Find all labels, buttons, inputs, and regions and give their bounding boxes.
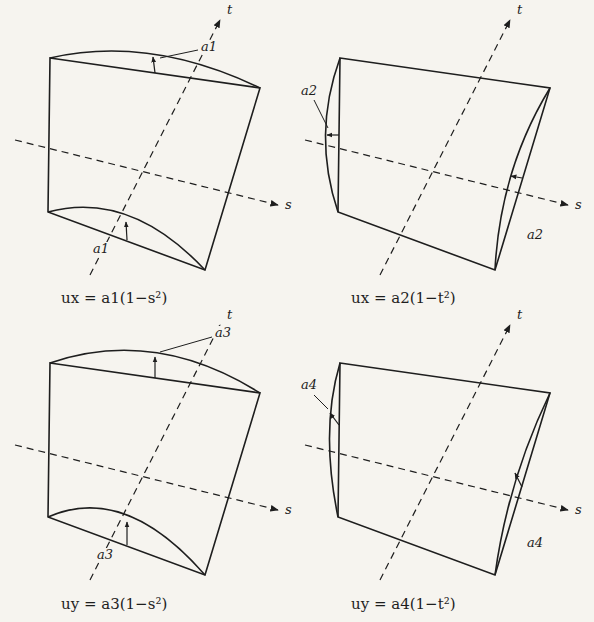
amplitude-arrow [330,413,339,425]
leader-line [314,100,328,128]
element-outline [48,58,260,270]
s-axis [15,445,278,510]
t-axis [380,325,510,580]
t-axis [90,325,220,580]
mode-panel [305,325,568,580]
amplitude-label: a3 [96,548,114,562]
s-axis [305,445,568,510]
axis-label: s [574,503,583,517]
mode-formula: ux = a2(1−t²) [350,290,457,307]
s-axis [305,140,568,205]
bubble-arc [325,58,340,212]
axis-label: t [226,308,233,322]
bubble-arc [48,207,205,270]
element-outline [338,363,550,575]
amplitude-arrow [126,522,127,545]
leader-line [160,50,198,58]
amplitude-arrow [154,357,155,378]
axis-label: t [516,3,523,17]
amplitude-label: a4 [300,378,318,392]
mode-panel [15,20,278,275]
amplitude-arrow [327,134,339,135]
s-axis [15,140,278,205]
mode-panel [305,20,568,275]
amplitude-arrow [515,473,522,487]
amplitude-label: a1 [200,40,218,54]
mode-formula: uy = a4(1−t²) [350,596,457,613]
bubble-arc [495,393,550,575]
amplitude-label: a2 [300,84,318,98]
bubble-arc [50,350,260,393]
axis-label: s [574,198,583,212]
mode-panel [15,325,278,580]
axis-label: t [226,3,233,17]
amplitude-label: a4 [526,536,544,550]
amplitude-label: a2 [526,228,544,242]
amplitude-arrow [511,176,522,178]
amplitude-arrow [126,222,127,240]
leader-line [314,395,328,409]
leader-line [160,337,212,352]
bubble-arc [48,508,205,575]
amplitude-label: a1 [92,242,110,256]
element-outline [338,58,550,270]
axis-label: s [284,503,293,517]
bubble-arc [50,51,260,88]
axis-label: s [284,198,293,212]
t-axis [90,20,220,275]
t-axis [380,20,510,275]
amplitude-label: a3 [214,326,232,340]
amplitude-arrow [153,57,155,73]
bubble-arc [329,363,340,517]
mode-formula: ux = a1(1−s²) [60,290,168,307]
mode-formula: uy = a3(1−s²) [60,596,168,613]
bubble-arc [495,88,550,270]
axis-label: t [516,308,523,322]
element-outline [48,363,260,575]
